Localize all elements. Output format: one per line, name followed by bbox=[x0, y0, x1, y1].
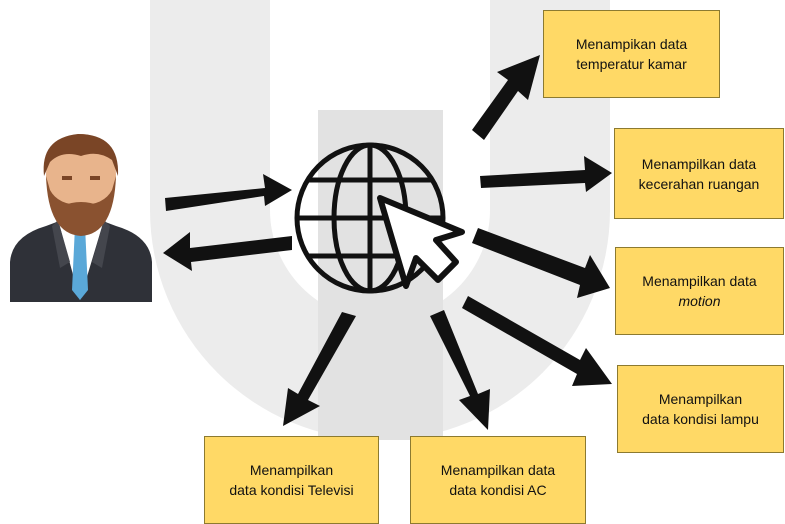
box-kecerahan: Menampilkan data kecerahan ruangan bbox=[614, 128, 784, 219]
box-ac-line1: Menampilkan data bbox=[440, 462, 556, 478]
globe-cursor-icon bbox=[294, 142, 465, 294]
arrow-user-to-globe bbox=[165, 174, 292, 211]
box-lampu-line2: data kondisi lampu bbox=[642, 411, 759, 427]
box-motion-line2: motion bbox=[678, 293, 721, 309]
box-televisi: Menampilkan data kondisi Televisi bbox=[204, 436, 379, 524]
box-lampu: Menampilkan data kondisi lampu bbox=[617, 365, 784, 453]
arrow-to-temperatur bbox=[472, 55, 540, 140]
arrow-to-lampu bbox=[462, 296, 612, 386]
box-motion-line1: Menampilkan data bbox=[642, 273, 757, 289]
box-kecerahan-line1: Menampilkan data bbox=[641, 155, 757, 172]
arrow-to-televisi bbox=[283, 312, 356, 426]
user-avatar-icon bbox=[10, 134, 152, 302]
box-televisi-line1: Menampilkan bbox=[249, 462, 334, 478]
arrow-to-motion bbox=[472, 228, 610, 298]
box-temperatur: Menampikan data temperatur kamar bbox=[543, 10, 720, 98]
box-televisi-line2: data kondisi Televisi bbox=[229, 482, 354, 498]
box-temperatur-line1: Menampikan data bbox=[575, 36, 688, 52]
box-temperatur-line2: temperatur kamar bbox=[576, 56, 687, 72]
box-lampu-line1: Menampilkan bbox=[658, 391, 743, 407]
box-ac: Menampilkan data data kondisi AC bbox=[410, 436, 586, 524]
box-ac-line2: data kondisi AC bbox=[449, 482, 547, 498]
box-motion: Menampilkan data motion bbox=[615, 247, 784, 335]
arrows bbox=[163, 55, 612, 430]
arrow-globe-to-user bbox=[163, 232, 292, 271]
box-kecerahan-line2: kecerahan ruangan bbox=[638, 175, 760, 192]
arrow-to-kecerahan bbox=[480, 156, 612, 192]
arrow-to-ac bbox=[430, 310, 490, 430]
